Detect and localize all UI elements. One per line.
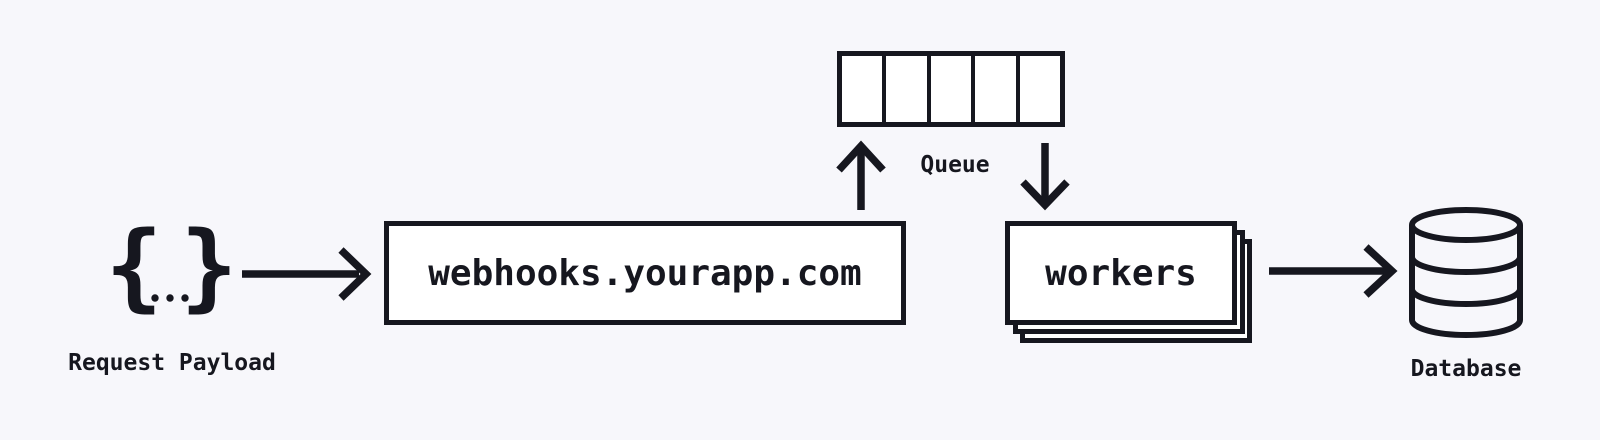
payload-dot xyxy=(151,294,159,302)
payload-dot xyxy=(181,294,189,302)
queue-slot xyxy=(842,56,887,122)
queue-slot xyxy=(1020,56,1060,122)
database-label: Database xyxy=(1410,356,1522,382)
arrow-payload-to-webhooks xyxy=(242,247,372,301)
brace-right-glyph: } xyxy=(180,212,237,322)
payload-dot xyxy=(166,294,174,302)
request-payload-icon: { } xyxy=(105,212,237,322)
queue-slot xyxy=(931,56,976,122)
arrow-workers-to-database xyxy=(1269,244,1398,298)
request-payload-label: Request Payload xyxy=(68,350,276,376)
workers-stack-front-layer: workers xyxy=(1005,221,1237,325)
workers-node-label: workers xyxy=(1045,252,1197,294)
database-icon xyxy=(1409,207,1523,338)
payload-dots-icon xyxy=(151,294,189,302)
queue-label: Queue xyxy=(920,152,990,178)
queue-slot xyxy=(886,56,931,122)
queue-node xyxy=(837,51,1065,127)
brace-left-glyph: { xyxy=(105,212,162,322)
queue-slot xyxy=(975,56,1020,122)
webhooks-node-label: webhooks.yourapp.com xyxy=(428,252,862,294)
webhooks-node: webhooks.yourapp.com xyxy=(384,221,906,325)
workers-node: workers xyxy=(1005,221,1257,348)
